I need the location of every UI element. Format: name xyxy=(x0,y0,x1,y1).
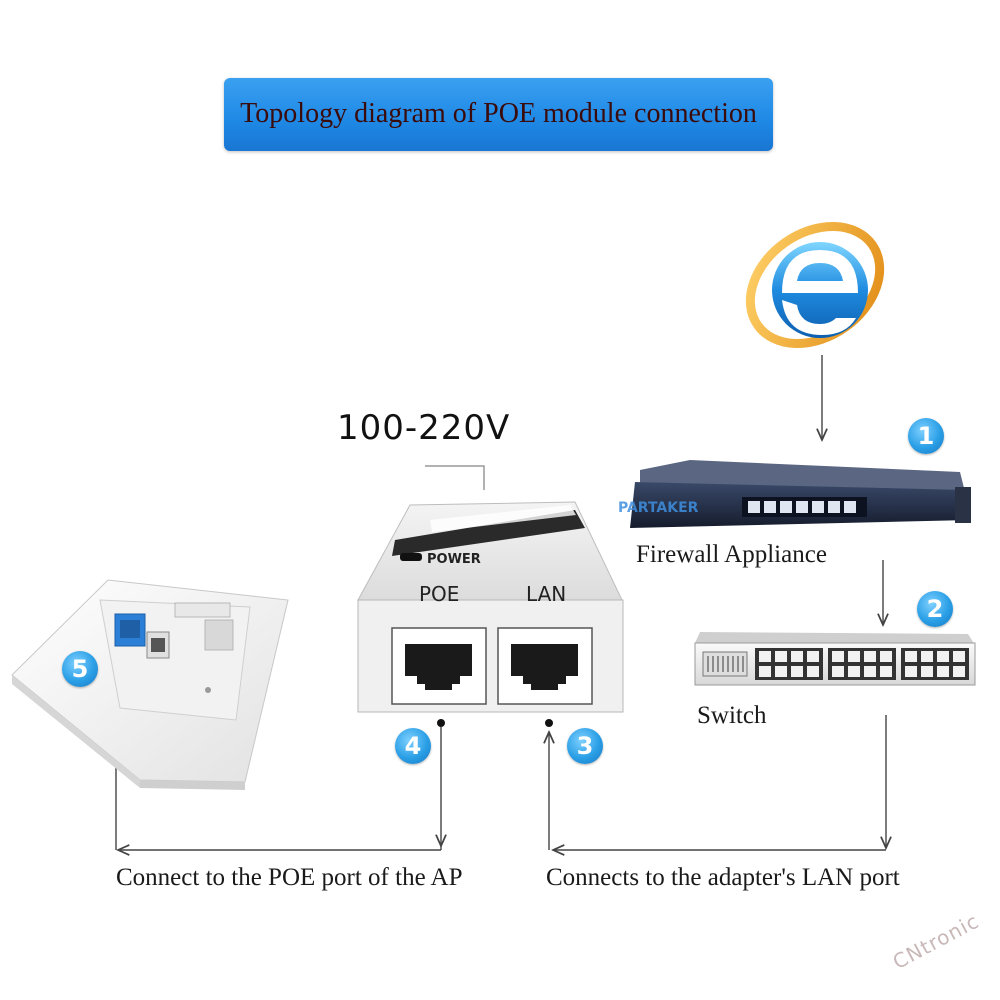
voltage-label: 100-220V xyxy=(337,408,511,448)
power-cable xyxy=(425,465,485,490)
wall-access-point xyxy=(11,579,289,790)
poe-injector xyxy=(357,501,624,713)
switch-label: Switch xyxy=(697,702,767,729)
badge-2: 2 xyxy=(917,591,953,627)
switch-to-lan-label: Connects to the adapter's LAN port xyxy=(546,864,900,891)
firewall-brand-logo: PARTAKER xyxy=(618,500,699,516)
poe-port-dot xyxy=(437,719,445,727)
badge-4: 4 xyxy=(395,728,431,764)
badge-3: 3 xyxy=(567,728,603,764)
firewall-appliance xyxy=(630,460,971,528)
poe-to-ap-label: Connect to the POE port of the AP xyxy=(116,864,463,891)
network-switch xyxy=(694,632,976,686)
firewall-label: Firewall Appliance xyxy=(636,541,827,568)
poe-port-label: POE xyxy=(419,582,460,606)
diagram-title: Topology diagram of POE module connectio… xyxy=(240,98,757,129)
lan-port-label: LAN xyxy=(526,582,567,606)
lan-port-dot xyxy=(545,719,553,727)
badge-5: 5 xyxy=(62,651,98,687)
badge-1: 1 xyxy=(908,418,944,454)
power-label: POWER xyxy=(427,552,481,567)
internet-explorer-icon xyxy=(745,221,885,349)
title-banner xyxy=(224,78,773,151)
